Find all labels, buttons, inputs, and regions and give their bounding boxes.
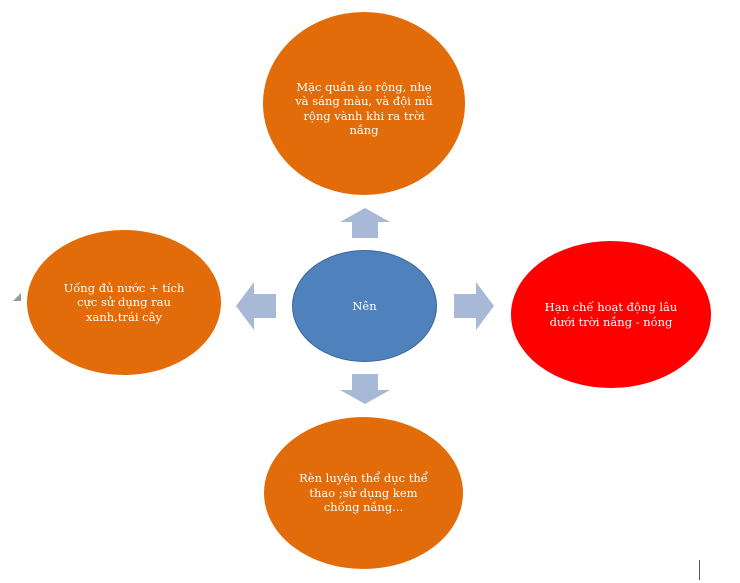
node-top: Mặc quần áo rộng, nhẹ và sáng màu, và độ… — [263, 12, 465, 195]
resize-handle-icon[interactable] — [13, 293, 21, 301]
arrow-right-icon — [454, 282, 494, 330]
node-left: Uống đủ nước + tích cực sử dụng rau xanh… — [27, 230, 221, 375]
arrow-left-icon — [236, 282, 276, 330]
node-right-text: Hạn chế hoạt động lâu dưới trời nắng - n… — [544, 300, 678, 329]
node-top-text: Mặc quần áo rộng, nhẹ và sáng màu, và độ… — [295, 79, 433, 137]
node-bottom-text: Rèn luyện thể dục thể thao ;sử dụng kem … — [299, 471, 428, 515]
arrow-down-icon — [340, 374, 390, 404]
node-right: Hạn chế hoạt động lâu dưới trời nắng - n… — [511, 241, 711, 388]
arrow-up-icon — [340, 208, 390, 238]
node-center: Nên — [292, 250, 437, 362]
node-bottom: Rèn luyện thể dục thể thao ;sử dụng kem … — [264, 417, 463, 569]
center-label: Nên — [352, 298, 377, 313]
text-cursor — [699, 560, 700, 580]
node-left-text: Uống đủ nước + tích cực sử dụng rau xanh… — [63, 280, 185, 324]
